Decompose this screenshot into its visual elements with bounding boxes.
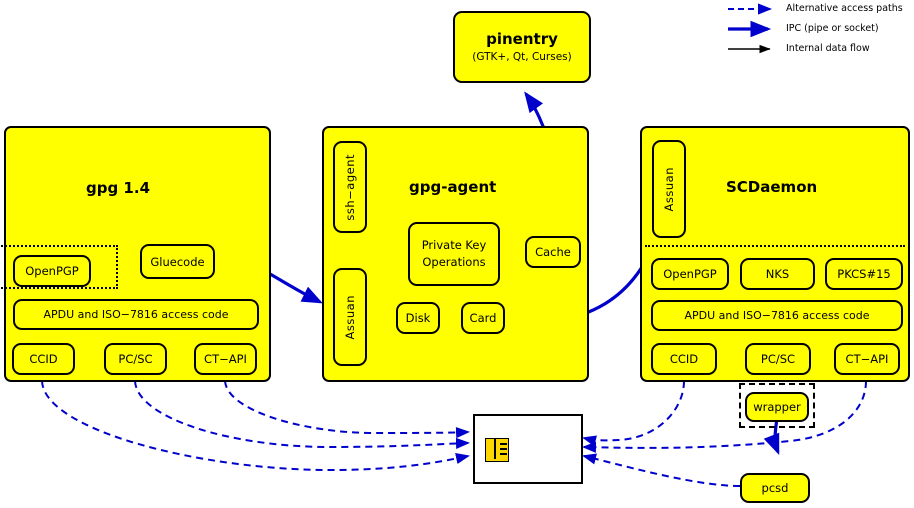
pinentry-title: pinentry	[486, 29, 558, 48]
private-key-ops-line1: Private Key	[421, 238, 487, 253]
gpg-agent-assuan-box[interactable]: Assuan	[333, 268, 367, 366]
scdaemon-driver-ctapi[interactable]: CT−API	[834, 343, 900, 375]
scdaemon-app-pkcs15[interactable]: PKCS#15	[825, 258, 903, 290]
scdaemon-assuan-box[interactable]: Assuan	[652, 140, 686, 238]
gpg-driver-pcsc[interactable]: PC/SC	[104, 343, 167, 375]
gpg-agent-sshagent-box[interactable]: ssh−agent	[333, 141, 367, 233]
gpg-agent-sshagent-label: ssh−agent	[343, 153, 357, 221]
legend-label-internal: Internal data flow	[786, 43, 870, 54]
wrapper-region	[739, 383, 815, 428]
altpath-gpg-ctapi-to-card	[224, 380, 470, 439]
altpath-scd-ctapi-to-card	[582, 380, 867, 453]
gpg-openpgp-box[interactable]: OpenPGP	[13, 255, 91, 287]
scdaemon-title: SCDaemon	[726, 178, 818, 196]
smartcard-chip-line-h1	[500, 443, 507, 445]
smartcard-chip-line-v	[494, 439, 496, 459]
gpg-agent-disk-box[interactable]: Disk	[396, 302, 440, 334]
scdaemon-separator	[645, 245, 905, 247]
gpg-apdu-box[interactable]: APDU and ISO−7816 access code	[13, 299, 259, 330]
pinentry-box[interactable]: pinentry (GTK+, Qt, Curses)	[453, 11, 591, 83]
altpath-pcsd-to-card	[582, 453, 741, 487]
altpath-gpg-pcsc-to-card	[134, 380, 470, 450]
wrapper-box[interactable]: wrapper	[745, 392, 809, 422]
smartcard-chip-line-h3	[500, 453, 507, 455]
gpg-gluecode-box[interactable]: Gluecode	[140, 244, 215, 279]
gpg-agent-private-key-ops-box[interactable]: Private Key Operations	[408, 222, 500, 286]
gpg-title: gpg 1.4	[86, 179, 151, 197]
scdaemon-app-openpgp[interactable]: OpenPGP	[651, 258, 729, 290]
gpg-agent-cache-box[interactable]: Cache	[525, 236, 581, 268]
gpg-agent-title: gpg-agent	[409, 178, 497, 196]
gpg-agent-card-box[interactable]: Card	[461, 302, 505, 334]
pinentry-subtitle: (GTK+, Qt, Curses)	[472, 51, 572, 64]
gpg-driver-ctapi[interactable]: CT−API	[194, 343, 257, 375]
scdaemon-assuan-label: Assuan	[662, 166, 676, 212]
scdaemon-apdu-box[interactable]: APDU and ISO−7816 access code	[651, 300, 903, 331]
gpg-driver-ccid[interactable]: CCID	[12, 343, 75, 375]
scdaemon-driver-ccid[interactable]: CCID	[651, 343, 717, 375]
legend-label-ipc: IPC (pipe or socket)	[786, 23, 879, 34]
altpath-scd-ccid-to-card	[582, 380, 685, 447]
gpg-agent-assuan-label: Assuan	[343, 294, 357, 340]
smartcard-chip-line-h2	[500, 448, 507, 450]
legend-label-alternative: Alternative access paths	[786, 3, 903, 14]
private-key-ops-line2: Operations	[422, 255, 486, 269]
pcsd-box[interactable]: pcsd	[740, 473, 810, 503]
gpg-box[interactable]	[4, 126, 271, 382]
altpath-gpg-ccid-to-card	[41, 380, 470, 472]
scdaemon-app-nks[interactable]: NKS	[740, 258, 815, 290]
gpg-openpgp-region	[0, 245, 118, 289]
scdaemon-driver-pcsc[interactable]: PC/SC	[745, 343, 811, 375]
smartcard-chip-icon	[485, 438, 509, 462]
